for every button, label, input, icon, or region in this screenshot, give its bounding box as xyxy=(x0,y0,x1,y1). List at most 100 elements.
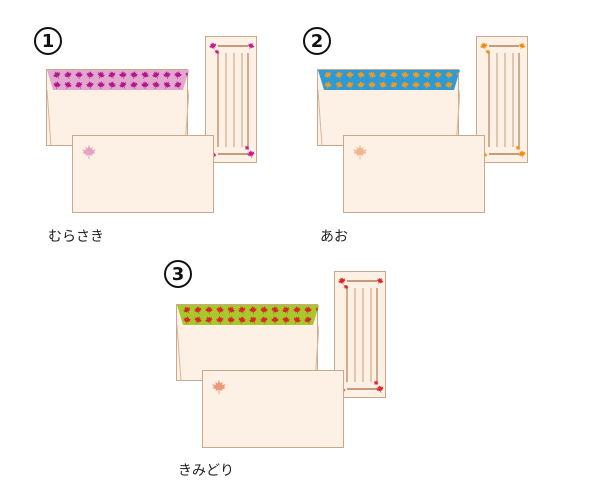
maple-leaf-icon xyxy=(247,42,255,50)
maple-leaf-icon xyxy=(64,81,73,89)
maple-leaf-icon xyxy=(334,71,343,79)
maple-leaf-icon xyxy=(444,81,453,89)
maple-leaf-icon xyxy=(357,71,366,80)
maple-leaf-icon xyxy=(208,42,217,50)
maple-leaf-icon xyxy=(515,145,521,151)
maple-leaf-icon xyxy=(337,277,346,285)
maple-leaf-icon xyxy=(368,71,377,79)
maple-leaf-icon xyxy=(227,306,236,314)
maple-leaf-icon xyxy=(97,80,105,90)
maple-leaf-icon xyxy=(271,306,280,314)
message-card xyxy=(202,370,344,448)
message-card xyxy=(72,135,214,213)
maple-leaf-icon xyxy=(85,81,94,90)
maple-leaf-icon xyxy=(412,71,421,79)
letter-lines xyxy=(479,42,526,159)
maple-leaf-icon xyxy=(335,81,344,89)
maple-leaf-icon xyxy=(485,49,491,55)
maple-leaf-icon xyxy=(53,80,62,90)
maple-leaf-icon xyxy=(389,70,398,80)
maple-leaf-icon xyxy=(260,305,269,315)
maple-leaf-icon xyxy=(194,316,203,324)
maple-leaf-icon xyxy=(216,306,225,315)
maple-leaf-icon xyxy=(479,42,488,50)
maple-leaf-icon xyxy=(248,305,257,315)
maple-leaf-icon xyxy=(182,306,191,314)
maple-leaf-icon xyxy=(401,70,410,80)
letter-lines xyxy=(337,277,384,394)
maple-leaf-icon xyxy=(129,81,138,89)
maple-leaf-icon xyxy=(108,81,117,89)
maple-leaf-icon xyxy=(227,315,235,325)
maple-leaf-icon xyxy=(173,81,182,89)
message-card xyxy=(343,135,485,213)
maple-leaf-icon xyxy=(204,316,213,324)
envelope-flap-pattern xyxy=(177,305,319,325)
envelope-flap-pattern xyxy=(318,70,460,90)
maple-leaf-icon xyxy=(517,150,526,158)
maple-leaf-icon xyxy=(118,81,127,89)
maple-leaf-icon xyxy=(215,316,224,325)
maple-leaf-icon xyxy=(445,70,453,80)
maple-leaf-icon xyxy=(151,71,160,79)
set-name-label: あお xyxy=(320,229,348,245)
set-number-badge: 1 xyxy=(34,27,62,55)
maple-leaf-icon xyxy=(422,71,431,79)
maple-leaf-icon xyxy=(183,315,192,325)
maple-leaf-icon xyxy=(356,81,365,90)
maple-leaf-icon xyxy=(293,316,302,324)
maple-leaf-icon xyxy=(212,379,226,395)
maple-leaf-icon xyxy=(246,150,255,158)
maple-leaf-icon xyxy=(518,42,526,50)
maple-leaf-icon xyxy=(346,70,354,80)
maple-leaf-icon xyxy=(118,70,127,80)
maple-leaf-icon xyxy=(237,306,246,314)
maple-leaf-icon xyxy=(163,81,172,89)
maple-leaf-icon xyxy=(378,71,387,79)
maple-leaf-icon xyxy=(152,81,161,90)
maple-leaf-icon xyxy=(389,81,398,89)
maple-leaf-icon xyxy=(303,316,312,324)
maple-leaf-icon xyxy=(244,145,250,151)
maple-leaf-icon xyxy=(107,71,116,79)
maple-leaf-icon xyxy=(323,71,332,79)
maple-leaf-icon xyxy=(281,306,290,314)
set-name-label: きみどり xyxy=(178,463,234,479)
maple-leaf-icon xyxy=(376,277,384,285)
maple-leaf-icon xyxy=(52,71,61,79)
maple-leaf-icon xyxy=(162,71,171,80)
maple-leaf-icon xyxy=(86,71,95,80)
maple-leaf-icon xyxy=(130,70,139,80)
set-number-badge: 2 xyxy=(303,27,331,55)
maple-leaf-icon xyxy=(315,315,319,325)
maple-leaf-icon xyxy=(74,81,83,89)
maple-leaf-icon xyxy=(141,80,149,90)
maple-leaf-icon xyxy=(141,71,150,79)
maple-leaf-icon xyxy=(400,81,409,89)
maple-leaf-icon xyxy=(343,284,349,290)
maple-leaf-icon xyxy=(82,144,96,160)
maple-leaf-icon xyxy=(379,81,388,89)
envelope xyxy=(317,69,460,147)
maple-leaf-icon xyxy=(304,305,312,315)
maple-leaf-icon xyxy=(353,144,367,160)
maple-leaf-icon xyxy=(238,316,247,324)
maple-leaf-icon xyxy=(412,80,420,90)
maple-leaf-icon xyxy=(214,49,220,55)
maple-leaf-icon xyxy=(373,380,379,386)
maple-leaf-icon xyxy=(174,70,182,80)
maple-leaf-icon xyxy=(423,81,432,90)
maple-leaf-icon xyxy=(324,80,333,90)
set-name-label: むらさき xyxy=(48,229,104,245)
maple-leaf-icon xyxy=(434,81,443,89)
maple-leaf-icon xyxy=(63,71,72,79)
maple-leaf-icon xyxy=(97,71,106,79)
maple-leaf-icon xyxy=(205,305,213,315)
set-number-badge: 3 xyxy=(164,260,192,288)
letter-lines xyxy=(208,42,255,159)
maple-leaf-icon xyxy=(271,315,279,325)
envelope xyxy=(46,69,189,147)
maple-leaf-icon xyxy=(375,385,384,393)
